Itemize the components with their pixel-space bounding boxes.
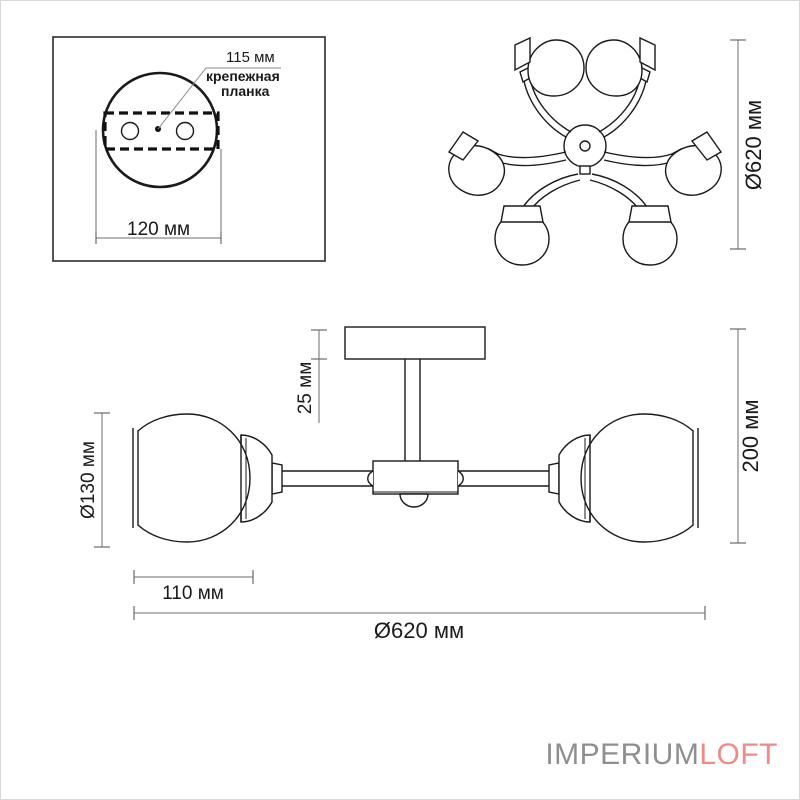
hub-bottom-tab	[579, 165, 591, 175]
arm-upper-left	[514, 36, 585, 138]
logo-text-imperium: IMPERIUM	[545, 738, 700, 771]
right-shade-neck	[548, 462, 560, 495]
label-115mm: 115 мм	[226, 49, 275, 66]
center-body	[372, 460, 459, 495]
screw-hole-right	[175, 121, 195, 141]
left-shade-globe	[137, 413, 251, 543]
canopy-plate	[344, 326, 486, 360]
top-view-six-arms	[447, 36, 746, 266]
left-arm-joint	[367, 470, 374, 487]
logo-text-loft: LOFT	[699, 738, 778, 771]
label-130mm: Ø130 мм	[78, 441, 99, 519]
arm-right	[603, 131, 723, 196]
label-200mm: 200 мм	[738, 399, 763, 472]
label-120mm: 120 мм	[127, 219, 190, 240]
arm-lower-right	[589, 173, 678, 266]
right-shade-globe	[580, 413, 694, 543]
label-620mm-top: Ø620 мм	[741, 100, 766, 190]
label-110mm: 110 мм	[162, 583, 224, 604]
hub-inner-circle	[579, 140, 591, 152]
detail-box-frame	[52, 36, 326, 262]
arm-upper-right	[585, 36, 656, 138]
label-620mm-overall: Ø620 мм	[374, 618, 464, 643]
mount-plate-detail-view	[52, 36, 326, 262]
left-shade	[132, 413, 283, 543]
label-callout-line1: крепежная	[206, 68, 280, 84]
front-elevation-view	[94, 326, 746, 620]
center-body-knob	[399, 493, 429, 508]
arm-left	[447, 131, 567, 196]
arm-lower-left	[494, 173, 581, 266]
left-shade-neck	[271, 462, 283, 495]
label-25mm: 25 мм	[295, 362, 316, 415]
imperiumloft-logo: IMPERIUMLOFT	[545, 738, 778, 772]
right-arm-joint	[457, 470, 464, 487]
label-callout-line2: планка	[221, 83, 270, 99]
mounting-bar-dashed	[103, 111, 220, 151]
callout-leader-line	[157, 67, 281, 130]
right-shade	[548, 413, 699, 543]
screw-hole-left	[120, 121, 140, 141]
